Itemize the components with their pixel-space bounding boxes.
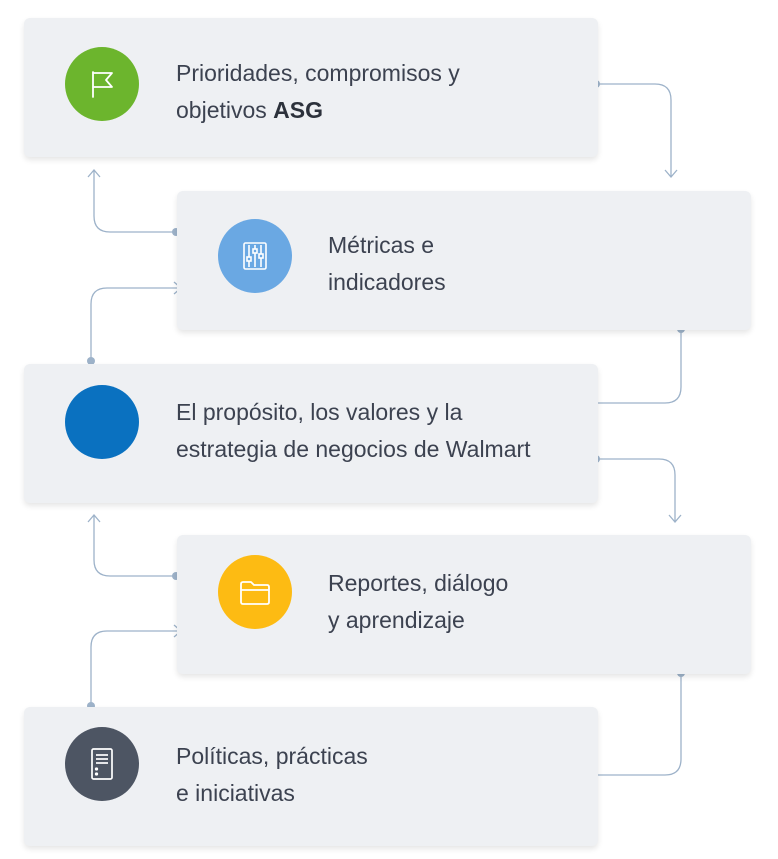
step-card-reports: Reportes, diálogo y aprendizaje: [177, 535, 751, 674]
step-label-3: El propósito, los valores y la estrategi…: [176, 394, 531, 468]
sliders-icon: [243, 242, 267, 270]
step-3-line-1: El propósito, los valores y la: [176, 399, 463, 425]
step-label-2: Métricas e indicadores: [328, 227, 446, 301]
folder-icon: [240, 581, 270, 605]
step-label-1: Prioridades, compromisos y objetivos ASG: [176, 55, 460, 129]
step-4-line-1: Reportes, diálogo: [328, 570, 509, 596]
step-5-line-2: e iniciativas: [176, 780, 295, 806]
step-card-policies: Políticas, prácticas e iniciativas: [24, 707, 598, 846]
step-card-purpose: El propósito, los valores y la estrategi…: [24, 364, 598, 503]
step-label-5: Políticas, prácticas e iniciativas: [176, 738, 368, 812]
step-1-line-2-text: objetivos: [176, 97, 274, 123]
step-2-line-2: indicadores: [328, 269, 446, 295]
step-circle-4: [218, 555, 292, 629]
step-2-line-1: Métricas e: [328, 232, 435, 258]
step-card-priorities: Prioridades, compromisos y objetivos ASG: [24, 18, 598, 157]
step-1-line-2-bold: ASG: [273, 97, 324, 123]
document-icon: [91, 748, 113, 780]
step-card-metrics: Métricas e indicadores: [177, 191, 751, 330]
step-4-line-2: y aprendizaje: [328, 607, 465, 633]
step-circle-5: [65, 727, 139, 801]
step-1-line-2: objetivos ASG: [176, 92, 460, 129]
step-5-line-1: Políticas, prácticas: [176, 743, 368, 769]
step-1-line-1: Prioridades, compromisos y: [176, 60, 460, 86]
flag-icon: [92, 71, 113, 98]
step-label-4: Reportes, diálogo y aprendizaje: [328, 565, 508, 639]
step-circle-3: [65, 385, 139, 459]
step-circle-2: [218, 219, 292, 293]
step-3-line-2: estrategia de negocios de Walmart: [176, 436, 531, 462]
step-circle-1: [65, 47, 139, 121]
